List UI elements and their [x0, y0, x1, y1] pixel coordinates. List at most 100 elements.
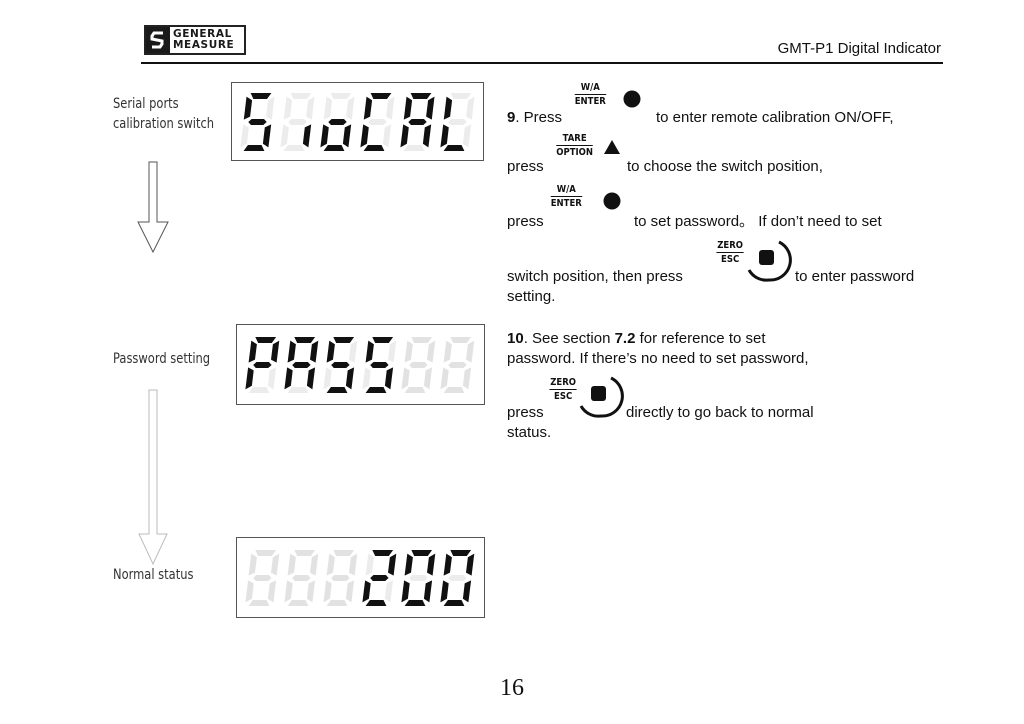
step9-text-5: setting. — [507, 288, 556, 305]
lcd-segment-off — [333, 550, 355, 556]
lcd-segment-on — [243, 96, 253, 120]
lcd-segment-off — [411, 337, 433, 343]
lcd-segment-on — [370, 362, 389, 368]
lcd-segment-off — [443, 340, 452, 363]
lcd-segment-on — [360, 124, 369, 148]
lcd-segment-off — [466, 96, 475, 120]
lcd-segment-on — [284, 367, 293, 390]
company-logo: GENERAL MEASURE — [144, 25, 246, 55]
label-password-setting: Password setting — [113, 351, 211, 367]
lcd-segment-off — [306, 96, 315, 120]
step10-line1: 10. See section 7.2 for reference to set — [507, 329, 766, 348]
lcd-segment-on — [404, 600, 426, 606]
esc-stop-button-icon — [579, 376, 624, 418]
lcd-segment-on — [253, 362, 272, 368]
lcd-segment-on — [443, 600, 465, 606]
zero-esc-key-label: ZERO ESC — [716, 240, 744, 265]
lcd-segment-on — [462, 580, 472, 603]
enter-key-bottom-2: ENTER — [550, 198, 582, 209]
lcd-segment-off — [323, 96, 333, 120]
zero-esc-key-label-2: ZERO ESC — [549, 377, 577, 402]
lcd-segment-on — [320, 124, 329, 148]
esc-key-bottom-2: ESC — [554, 391, 573, 402]
lcd-segment-off — [346, 96, 355, 120]
lcd-segment-on — [292, 362, 311, 368]
lcd-segment-off — [248, 600, 270, 606]
step9-text-3: to set password。 If don’t need to set — [634, 213, 882, 230]
lcd-segment-off — [310, 553, 319, 576]
lcd-segment-on — [427, 553, 436, 576]
lcd-segment-off — [283, 96, 293, 120]
lcd-pass-segments — [245, 337, 475, 393]
logo-line-1: GENERAL — [173, 28, 232, 40]
lcd-segment-off — [330, 93, 352, 99]
step10-press: press — [507, 404, 544, 421]
lcd-segment-off — [306, 580, 316, 603]
logo-text: GENERAL MEASURE — [170, 27, 244, 53]
lcd-segment-off — [280, 124, 289, 148]
lcd-segment-off — [323, 580, 332, 603]
step10-text-2: password. If there’s no need to set pass… — [507, 350, 809, 367]
lcd-segment-off — [401, 367, 410, 390]
triangle-up-icon — [604, 140, 620, 154]
step10-number: 10 — [507, 330, 524, 347]
lcd-segment-off — [448, 575, 467, 581]
document-title: GMT-P1 Digital Indicator — [777, 40, 941, 57]
option-key-bottom: OPTION — [556, 147, 594, 158]
step10-text-1a: . See section — [523, 330, 615, 347]
lcd-segment-on — [450, 550, 472, 556]
lcd-segment-on — [255, 337, 277, 343]
lcd-segment-on — [323, 145, 345, 151]
step9-press-3: press — [507, 213, 544, 230]
lcd-segment-on — [243, 145, 265, 151]
lcd-segment-off — [448, 119, 467, 125]
lcd-segment-on — [362, 580, 371, 603]
step9-number: 9 — [507, 109, 516, 126]
lcd-segment-on — [342, 124, 352, 148]
lcd-segment-on — [388, 553, 397, 576]
lcd-segment-on — [410, 93, 432, 99]
lcd-segment-on — [365, 340, 374, 363]
lcd-segment-off — [362, 367, 371, 390]
lcd-segment-off — [287, 553, 296, 576]
lcd-segment-on — [443, 145, 465, 151]
wa-enter-key-label-2: W/A ENTER — [550, 184, 582, 209]
lcd-segment-on — [302, 124, 312, 148]
lcd-segment-off — [409, 362, 428, 368]
tare-option-key-label: TARE OPTION — [556, 133, 594, 158]
lcd-segment-on — [345, 367, 355, 390]
lcd-segment-off — [443, 387, 465, 393]
step9-line1: 9. Press — [507, 108, 562, 127]
lcd-segment-off — [365, 553, 374, 576]
lcd-segment-on — [440, 580, 449, 603]
lcd-siocal-segments — [240, 93, 475, 151]
lcd-segment-off — [349, 553, 358, 576]
lcd-segment-on — [423, 580, 433, 603]
lcd-segment-on — [370, 575, 389, 581]
logo-mark-icon — [146, 27, 170, 53]
circle-button-icon — [623, 90, 641, 108]
lcd-segment-off — [450, 93, 472, 99]
enter-key-bottom: ENTER — [574, 96, 606, 107]
lcd-segment-on — [363, 96, 373, 120]
lcd-segment-on — [245, 367, 254, 390]
lcd-segment-on — [443, 553, 452, 576]
lcd-segment-on — [365, 387, 387, 393]
label-normal-status: Normal status — [113, 567, 194, 583]
lcd-segment-off — [462, 367, 472, 390]
lcd-segment-on — [333, 337, 355, 343]
zero-key-top-2: ZERO — [549, 377, 577, 390]
lcd-segment-off — [290, 93, 312, 99]
lcd-segment-on — [384, 367, 394, 390]
lcd-segment-off — [283, 145, 305, 151]
label-serial-ports: Serial ports calibration switch — [113, 94, 214, 134]
lcd-segment-off — [440, 367, 449, 390]
step9-text-4a: switch position, then press — [507, 268, 683, 285]
lcd-segment-off — [326, 600, 348, 606]
tare-key-top: TARE — [556, 133, 594, 146]
lcd-segment-on — [370, 93, 392, 99]
lcd-segment-off — [323, 367, 332, 390]
lcd-segment-off — [349, 340, 358, 363]
label-serial-ports-line1: Serial ports — [113, 96, 179, 112]
lcd-segment-off — [287, 600, 309, 606]
